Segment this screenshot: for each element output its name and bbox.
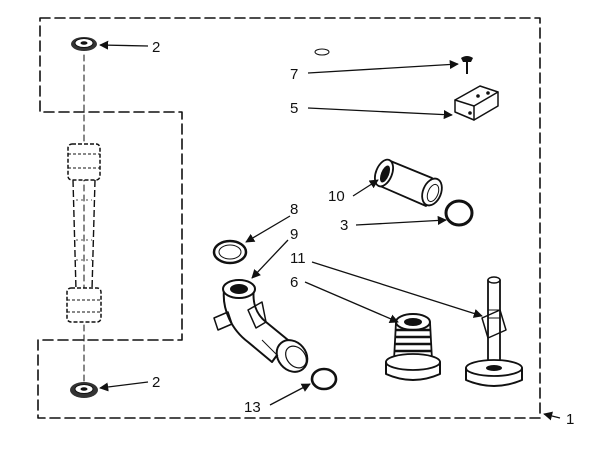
callout-3: 3 [340,217,348,234]
callout-11: 11 [290,250,306,267]
leader-lines [99,40,561,421]
nut-top [71,37,97,51]
screw-part [461,56,473,74]
leveling-leg-part [465,276,523,387]
leg-shaft [72,179,96,291]
nut-bottom [70,382,98,398]
callout-1: 1 [566,411,574,428]
hose-coupling-part [374,158,443,207]
callout-6: 6 [290,274,298,291]
callout-2-bottom: 2 [152,374,160,391]
ring-13 [310,367,338,391]
callout-10: 10 [328,188,345,205]
callout-7: 7 [290,66,298,83]
threaded-fitting-part [385,313,441,381]
clamp-ring-8 [212,239,248,265]
assembly-boundary [37,17,541,419]
callout-5: 5 [290,100,298,117]
callout-2-top: 2 [152,39,160,56]
callout-9: 9 [290,226,298,243]
callout-labels: 2 2 7 5 10 3 8 9 11 6 13 1 [152,39,574,428]
small-mark [314,48,330,56]
elbow-hose-part [213,279,309,373]
callout-13: 13 [244,399,261,416]
lower-coupling [66,287,102,323]
upper-coupling [67,143,101,181]
bracket-part [454,85,499,121]
o-ring-3 [444,199,474,227]
leg-assembly [66,37,102,398]
callout-8: 8 [290,201,298,218]
